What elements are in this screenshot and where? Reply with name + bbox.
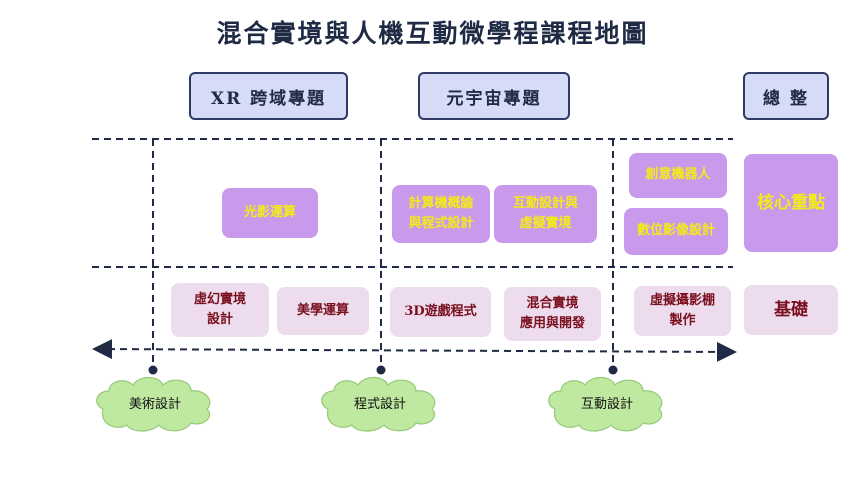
- page-title: 混合實境與人機互動微學程課程地圖: [216, 19, 649, 48]
- course-digital-imaging: 數位影像設計: [624, 208, 728, 255]
- course-virtual-studio: 虛擬攝影棚 製作: [634, 286, 731, 336]
- course-light-shadow: 光影運算: [222, 188, 318, 238]
- dot-art: [148, 365, 158, 375]
- cloud-interaction: 互動設計: [548, 376, 663, 432]
- cloud-programming: 程式設計: [321, 376, 436, 432]
- header-capstone: 總 整: [743, 72, 829, 120]
- cloud-label-interaction: 互動設計: [581, 396, 633, 412]
- course-mr-development: 混合實境 應用與開發: [504, 287, 601, 341]
- course-computer-intro: 計算機概論 與程式設計: [392, 185, 490, 243]
- course-aesthetic-computing: 美學運算: [277, 287, 369, 335]
- course-creative-robot: 創意機器人: [629, 153, 727, 198]
- course-interaction-design: 互動設計與 虛擬實境: [494, 185, 597, 243]
- cloud-label-programming: 程式設計: [354, 396, 406, 412]
- cloud-label-art: 美術設計: [129, 396, 181, 412]
- level-foundation: 基礎: [744, 285, 838, 335]
- level-core: 核心重點: [744, 154, 838, 252]
- dot-interaction: [608, 365, 618, 375]
- course-fantasy-reality: 虛幻實境 設計: [171, 283, 269, 337]
- header-metaverse-project: 元宇宙專題: [418, 72, 570, 120]
- double-arrow-axis: [92, 339, 737, 362]
- course-3d-game-programming: 3D遊戲程式: [390, 287, 491, 337]
- dot-programming: [376, 365, 386, 375]
- cloud-art: 美術設計: [96, 376, 211, 432]
- header-xr-project: XR 跨域專題: [189, 72, 348, 120]
